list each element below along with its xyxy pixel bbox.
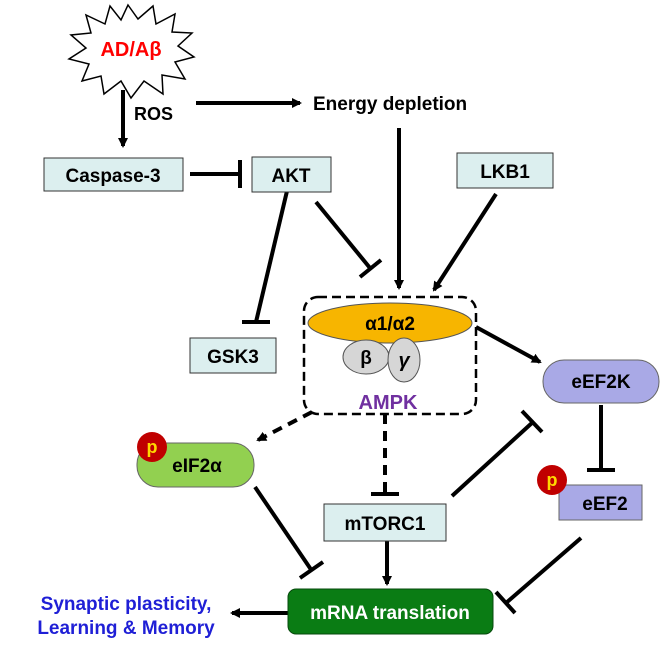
ampk-label: AMPK (359, 392, 418, 414)
eif2a-node: eIF2α p (136, 432, 255, 488)
outcome-line-1: Synaptic plasticity, (41, 594, 212, 615)
caspase3-box (43, 157, 184, 192)
phospho-badge-eif2a (137, 432, 167, 462)
inhibit-bar (298, 560, 325, 580)
inhibit-akt-to-gsk3 (254, 190, 289, 323)
mrna-translation-node: mRNA translation (287, 588, 494, 635)
eef2k-box (542, 359, 660, 404)
mtorc1-node: mTORC1 (323, 503, 447, 542)
arrow-ampk-to-eef2k (475, 325, 542, 364)
gsk3-node: GSK3 (189, 337, 277, 374)
ad-abeta-node: AD/Aβ (67, 3, 196, 100)
phospho-label-eef2: p (547, 470, 558, 490)
ad-abeta-label: AD/Aβ (100, 39, 161, 61)
inhibit-eif2a-to-mrna (253, 485, 314, 573)
mrna-translation-box (287, 588, 494, 635)
eef2k-label: eEF2K (571, 372, 630, 393)
mtorc1-label: mTORC1 (345, 514, 426, 535)
inhibit-bar (520, 409, 544, 434)
alpha-subunit (307, 302, 473, 344)
eif2a-label: eIF2α (172, 456, 222, 477)
dashed-arrow-ampk-to-eif2a (256, 410, 313, 442)
energy-depletion-label: Energy depletion (313, 94, 467, 115)
beta-subunit-label: β (360, 348, 372, 369)
eef2-node: eEF2 p (537, 465, 643, 521)
gsk3-box (189, 337, 277, 374)
lkb1-node: LKB1 (456, 152, 554, 189)
eef2-box (558, 484, 643, 521)
outcome-line-2: Learning & Memory (37, 618, 215, 639)
starburst-shape (67, 3, 196, 100)
connectors (118, 90, 615, 618)
arrow-lkb1-to-ampk (432, 192, 498, 292)
akt-label: AKT (271, 166, 310, 187)
alpha-subunit-label: α1/α2 (365, 314, 415, 335)
phospho-badge-eef2 (537, 465, 567, 495)
caspase3-label: Caspase-3 (65, 166, 160, 187)
phospho-label-eif2a: p (147, 437, 158, 457)
gamma-subunit-label: γ (398, 350, 411, 372)
ros-label: ROS (134, 104, 173, 124)
eef2k-node: eEF2K (542, 359, 660, 404)
lkb1-label: LKB1 (480, 162, 530, 183)
gsk3-label: GSK3 (207, 347, 259, 368)
mtorc1-box (323, 503, 447, 542)
lkb1-box (456, 152, 554, 189)
gamma-subunit (387, 337, 421, 383)
caspase3-node: Caspase-3 (43, 157, 184, 192)
ampk-dashed-border (302, 295, 478, 416)
inhibit-akt-to-ampk (314, 200, 372, 270)
akt-box (251, 156, 332, 193)
ampk-complex: α1/α2 β γ AMPK (302, 295, 478, 416)
eef2-label: eEF2 (582, 494, 627, 515)
akt-node: AKT (251, 156, 332, 193)
inhibit-bar (494, 590, 517, 615)
inhibit-eef2-to-mrna (504, 536, 583, 605)
inhibit-mtorc1-to-eef2k (450, 420, 535, 498)
mrna-translation-label: mRNA translation (310, 603, 470, 624)
eif2a-box (136, 442, 255, 488)
inhibit-bar (358, 258, 383, 279)
